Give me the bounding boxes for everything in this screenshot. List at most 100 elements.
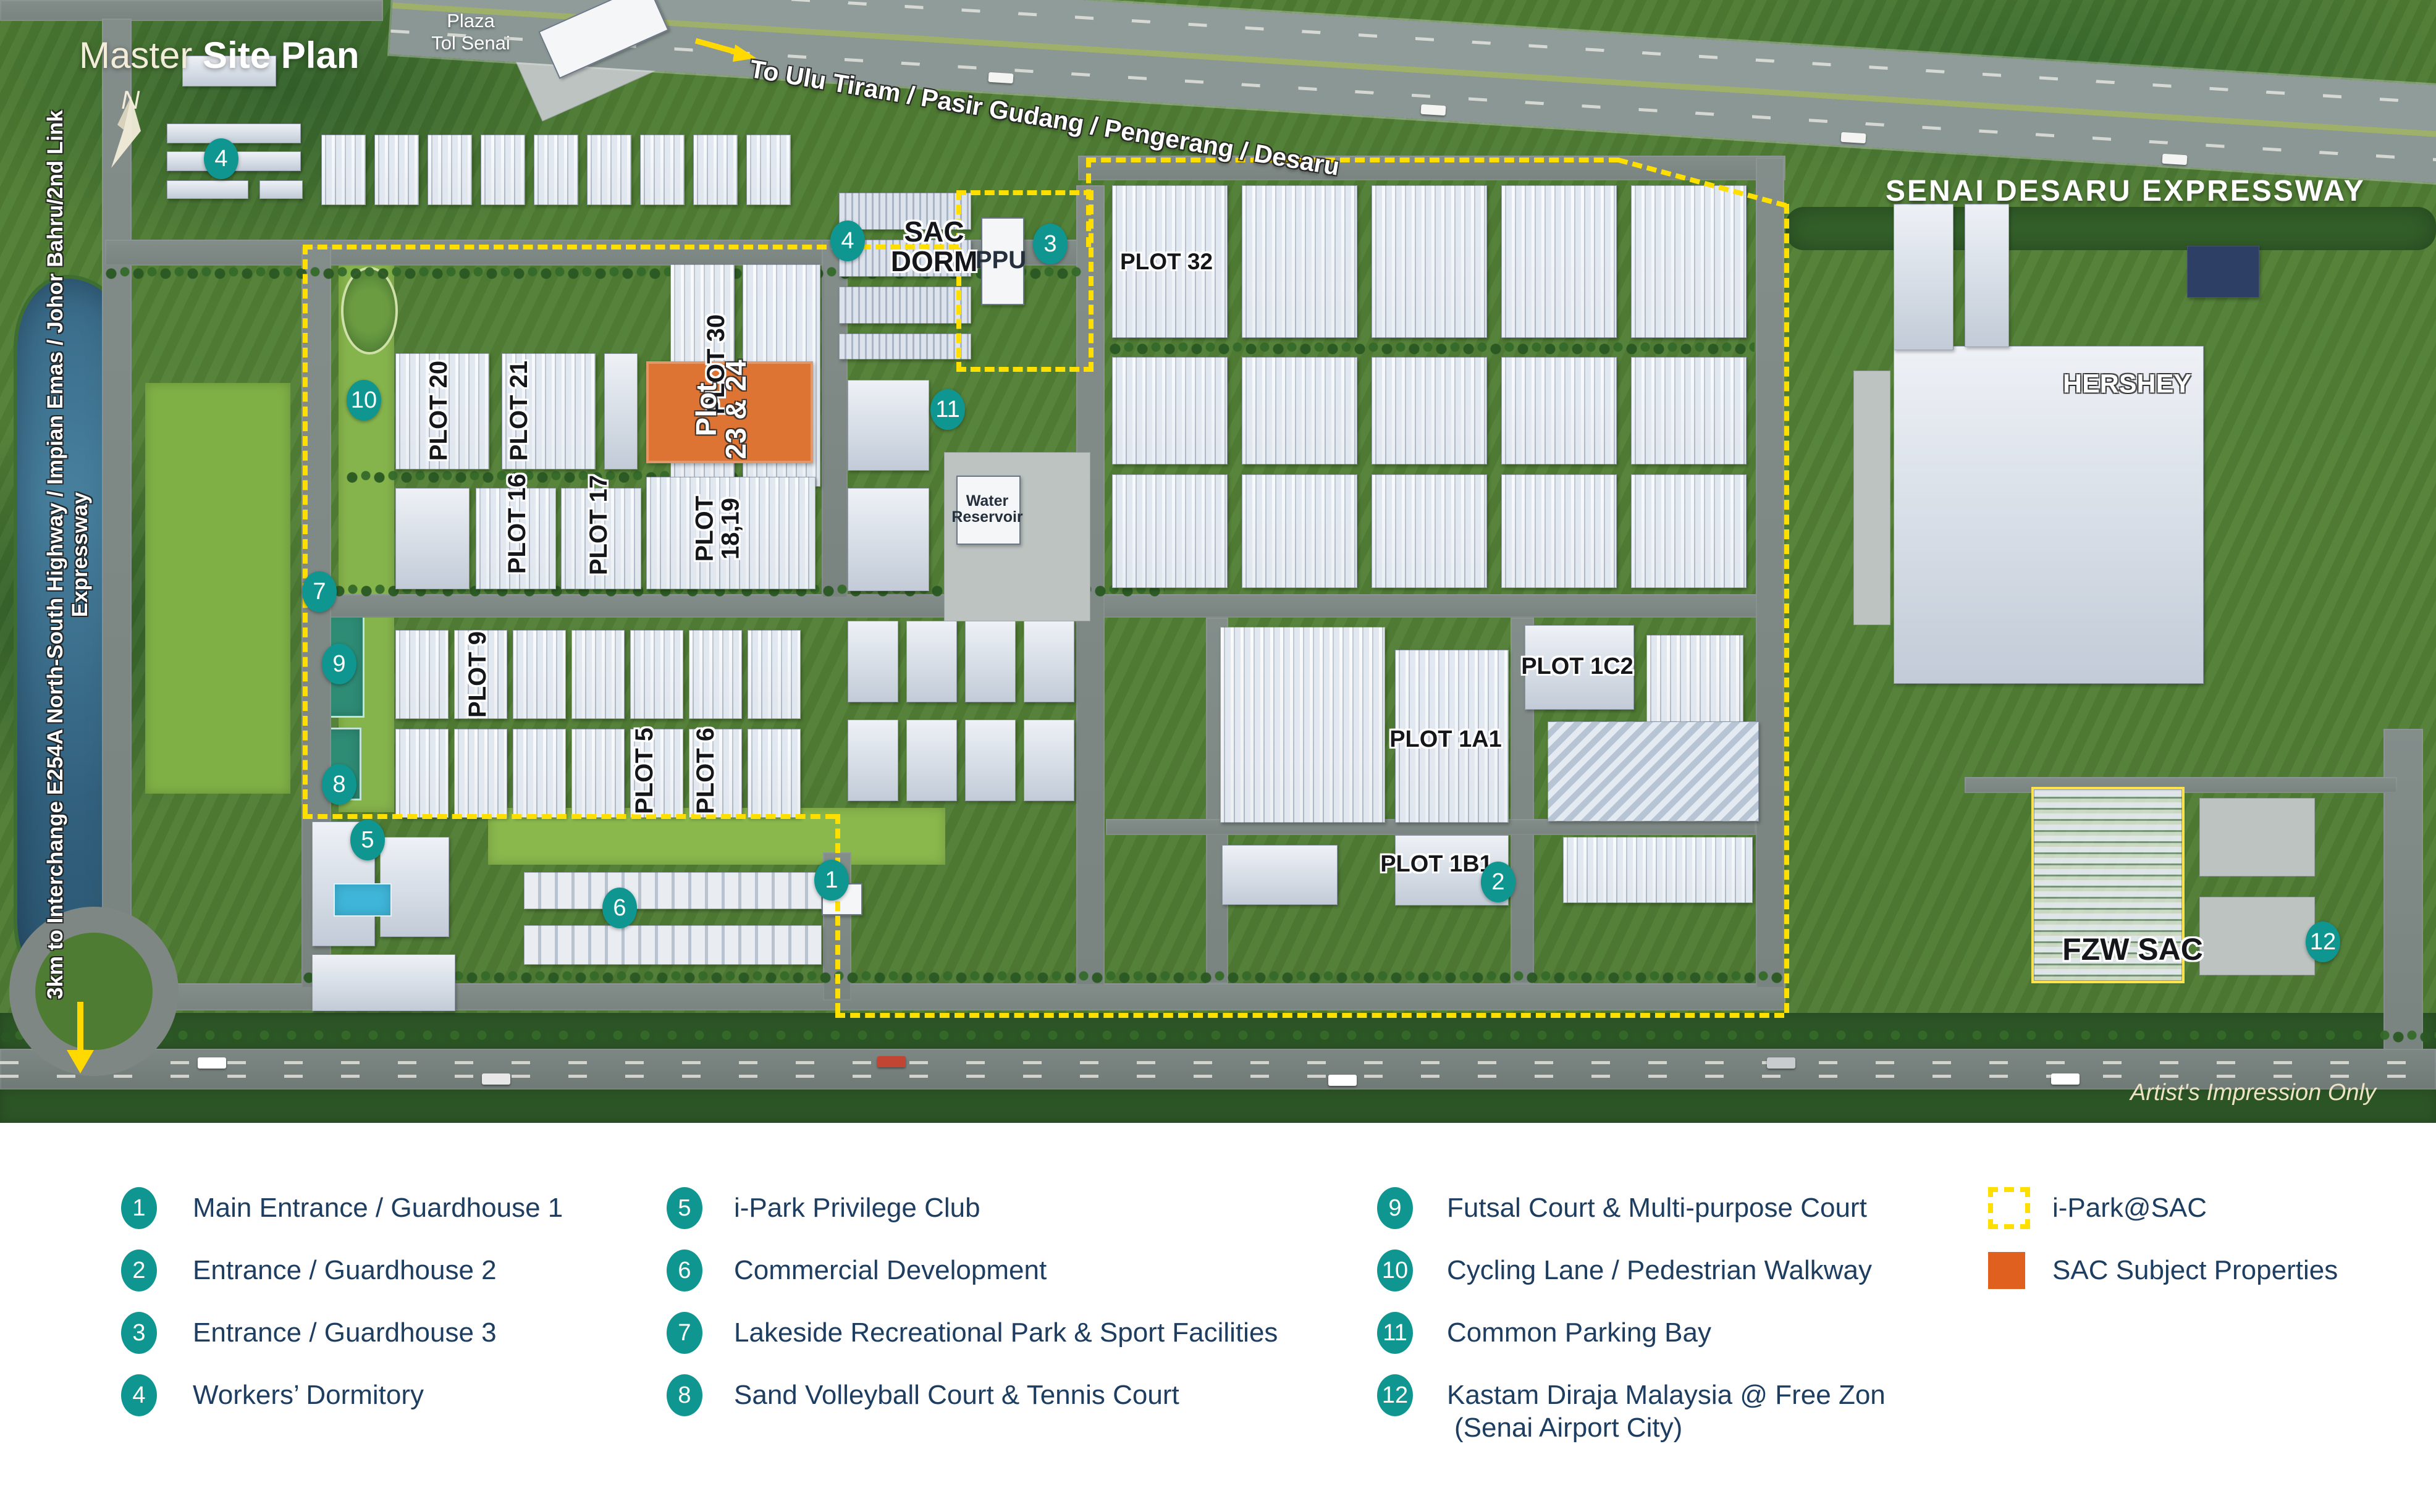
- building: [1965, 204, 2009, 347]
- building: [167, 124, 301, 143]
- title-bold: Site Plan: [203, 35, 360, 76]
- building: [1372, 185, 1487, 338]
- building: [561, 488, 641, 589]
- ipark-boundary: [835, 814, 840, 1013]
- map-marker-2: 2: [1481, 862, 1515, 902]
- building: [454, 630, 507, 719]
- building: [524, 925, 822, 965]
- legend-marker-6: 6: [667, 1250, 702, 1292]
- building: [604, 353, 638, 469]
- plot-label: SAC DORM: [890, 216, 978, 277]
- building: [1525, 625, 1634, 710]
- building: [906, 720, 957, 801]
- building: [748, 630, 801, 719]
- map-marker-4: 4: [830, 220, 865, 261]
- building: [1501, 474, 1617, 588]
- road: [102, 19, 132, 985]
- vehicle: [482, 1073, 510, 1085]
- legend-marker-10: 10: [1377, 1250, 1413, 1292]
- building: [1242, 357, 1357, 464]
- building: [1894, 346, 2204, 684]
- building: [259, 180, 303, 199]
- senai-desaru-expressway-label: SENAI DESARU EXPRESSWAY: [1886, 175, 2366, 208]
- building: [848, 488, 929, 591]
- legend-label-11: Common Parking Bay: [1447, 1317, 1711, 1348]
- building: [839, 334, 971, 359]
- building: [395, 488, 470, 589]
- building: [848, 621, 898, 702]
- legend-label-4: Workers’ Dormitory: [193, 1380, 424, 1410]
- plot-label: Water Reservoir: [951, 492, 1023, 526]
- plot-label: PLOT 18,19: [691, 495, 744, 562]
- legend-label-8: Sand Volleyball Court & Tennis Court: [734, 1380, 1179, 1410]
- building: [1024, 621, 1074, 702]
- vehicle: [198, 1057, 226, 1069]
- building: [182, 56, 276, 86]
- compass-north-letter: N: [121, 85, 140, 114]
- building: [965, 720, 1016, 801]
- plot-label: PLOT 1C2: [1521, 653, 1633, 680]
- ipark-swatch: [1988, 1187, 2030, 1229]
- building: [587, 135, 631, 205]
- ipark-label: i-Park@SAC: [2052, 1193, 2207, 1223]
- legend-label-5: i-Park Privilege Club: [734, 1193, 980, 1223]
- building: [906, 621, 957, 702]
- legend-marker-4: 4: [121, 1374, 157, 1416]
- building: [848, 720, 898, 801]
- building: [1501, 185, 1617, 338]
- page-title: Master Site Plan: [79, 34, 359, 77]
- building: [524, 872, 822, 909]
- plot-label: PLOT 6: [692, 727, 720, 815]
- building: [640, 135, 685, 205]
- building: [748, 729, 801, 818]
- legend-label-3: Entrance / Guardhouse 3: [193, 1317, 497, 1348]
- building: [1853, 371, 1890, 625]
- map-marker-3: 3: [1033, 224, 1068, 264]
- tree-line: [1109, 341, 1755, 356]
- map-marker-5: 5: [350, 820, 385, 860]
- tree-line: [303, 970, 1782, 985]
- map-marker-1: 1: [814, 860, 849, 901]
- legend-marker-11: 11: [1377, 1312, 1413, 1354]
- ipark-boundary: [1784, 204, 1789, 1013]
- building: [1242, 474, 1357, 588]
- building: [476, 488, 556, 589]
- building: [2031, 787, 2185, 983]
- building: [374, 135, 419, 205]
- site-plan-map: Master Site Plan N Plaza Tol Senai To Ul…: [0, 0, 2436, 1123]
- plaza-tol-senai-label: Plaza Tol Senai: [431, 10, 510, 54]
- map-marker-6: 6: [602, 888, 637, 928]
- vehicle: [2162, 153, 2188, 166]
- ipark-boundary: [303, 245, 308, 814]
- vehicle: [877, 1056, 906, 1067]
- plot-label: PLOT 20: [425, 360, 453, 461]
- south-grass: [0, 1090, 2436, 1123]
- plot-label: PLOT 9: [464, 631, 492, 718]
- forest-band: [1785, 207, 2436, 250]
- map-marker-9: 9: [322, 644, 356, 684]
- building: [428, 135, 472, 205]
- legend-marker-7: 7: [667, 1312, 702, 1354]
- building: [2199, 897, 2315, 975]
- map-marker-10: 10: [347, 380, 381, 421]
- plot-label: HERSHEY: [2063, 369, 2191, 399]
- ipark-boundary: [1086, 158, 1091, 247]
- building: [1563, 837, 1753, 903]
- road: [0, 0, 383, 21]
- building: [1631, 474, 1747, 588]
- building: [2187, 246, 2259, 298]
- legend-marker-3: 3: [121, 1312, 157, 1354]
- building: [630, 729, 683, 818]
- plot-label: PPU: [975, 246, 1027, 274]
- legend-label-12: Kastam Diraja Malaysia @ Free Zon: [1447, 1380, 1886, 1410]
- ipark-boundary: [956, 190, 1094, 372]
- building: [1220, 627, 1385, 823]
- building: [1894, 204, 1953, 350]
- map-marker-11: 11: [930, 389, 965, 430]
- legend-marker-8: 8: [667, 1374, 702, 1416]
- building: [1631, 185, 1747, 338]
- plot-label: PLOT 1A1: [1389, 726, 1502, 753]
- building: [848, 380, 929, 471]
